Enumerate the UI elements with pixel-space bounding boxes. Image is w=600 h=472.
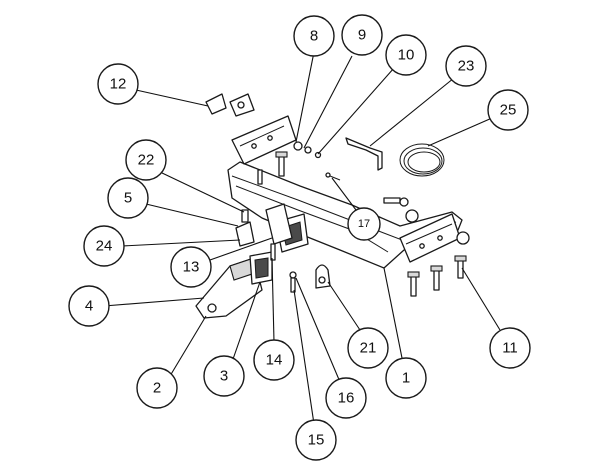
callout-label-23: 23: [458, 58, 475, 75]
callout-15: 15: [295, 419, 337, 461]
callout-17: 17: [347, 207, 381, 241]
mount-plate-left: [205, 93, 255, 117]
callout-10: 10: [385, 34, 427, 76]
hitch-pin: [270, 243, 297, 293]
callout-24: 24: [83, 225, 125, 267]
callout-label-5: 5: [124, 190, 132, 207]
callout-8: 8: [293, 15, 335, 57]
callout-13: 13: [170, 246, 212, 288]
callout-21: 21: [347, 327, 389, 369]
wire-loop: [399, 143, 445, 177]
callout-label-11: 11: [502, 340, 518, 357]
callout-label-15: 15: [308, 432, 325, 449]
callout-label-10: 10: [398, 47, 415, 64]
bolt-washer-set: [293, 141, 322, 159]
side-bracket: [235, 209, 255, 247]
ball-mount: [195, 257, 263, 319]
leader-lines: [103, 51, 501, 425]
callout-label-14: 14: [266, 352, 283, 369]
callout-label-24: 24: [96, 238, 113, 255]
callout-12: 12: [97, 63, 139, 105]
callout-label-4: 4: [85, 298, 93, 315]
pin-17: [325, 172, 341, 181]
callout-16: 16: [325, 377, 367, 419]
callout-label-21: 21: [360, 340, 377, 357]
callout-25: 25: [487, 89, 529, 131]
callout-14: 14: [253, 339, 295, 381]
callout-label-9: 9: [358, 27, 366, 44]
callout-label-16: 16: [338, 390, 355, 407]
tow-bar-crossmember: [227, 115, 463, 269]
callout-label-3: 3: [220, 368, 228, 385]
receiver-housing: [265, 203, 309, 253]
callout-label-8: 8: [310, 28, 318, 45]
callout-label-1: 1: [402, 370, 410, 387]
callout-1: 1: [385, 357, 427, 399]
callout-4: 4: [68, 285, 110, 327]
receiver-collar: [249, 251, 273, 285]
callout-label-25: 25: [500, 102, 517, 119]
callout-11: 11: [489, 327, 531, 369]
bolts-left: [257, 151, 288, 185]
callout-5: 5: [107, 177, 149, 219]
shackle-bracket: [315, 264, 331, 289]
callout-22: 22: [125, 139, 167, 181]
callout-label-13: 13: [183, 259, 200, 276]
callout-9: 9: [341, 14, 383, 56]
u-bolt: [345, 137, 383, 171]
callout-label-17: 17: [358, 218, 370, 230]
callout-2: 2: [136, 367, 178, 409]
callout-23: 23: [445, 45, 487, 87]
callout-label-22: 22: [138, 152, 155, 169]
callout-3: 3: [203, 355, 245, 397]
callout-label-12: 12: [110, 76, 127, 93]
callout-label-2: 2: [153, 380, 161, 397]
bolts-right: [383, 197, 470, 297]
